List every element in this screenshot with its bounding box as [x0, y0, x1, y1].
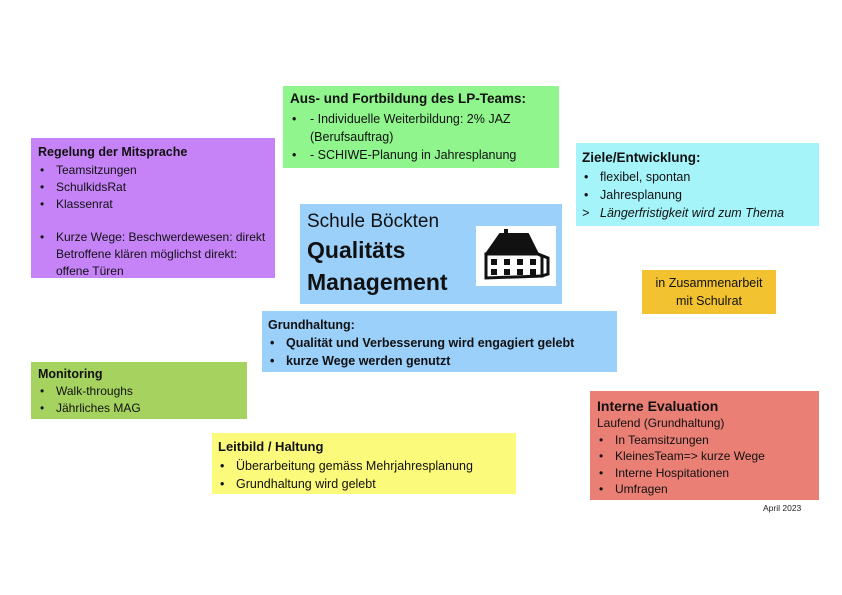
regelung-list: •Teamsitzungen •SchulkidsRat •Klassenrat… [38, 162, 269, 280]
list-item: •SchulkidsRat [40, 180, 127, 194]
ziele-entwicklung-box: Ziele/Entwicklung: •flexibel, spontan •J… [576, 143, 819, 226]
leitbild-box: Leitbild / Haltung •Überarbeitung gemäss… [212, 433, 516, 494]
list-item: •Umfragen [599, 482, 668, 496]
list-item: •Walk-throughs [40, 384, 133, 398]
center-title-line1: Qualitäts [307, 237, 406, 263]
list-item: •Grundhaltung wird gelebt [220, 477, 376, 491]
list-item: •KleinesTeam=> kurze Wege [599, 449, 765, 463]
list-item: •Jährliches MAG [40, 401, 141, 415]
leitbild-list: •Überarbeitung gemäss Mehrjahresplanung … [218, 457, 510, 493]
list-item: •Jahresplanung [584, 188, 683, 202]
interne-evaluation-subtitle: Laufend (Grundhaltung) [597, 416, 725, 430]
list-item: •Klassenrat [40, 197, 113, 211]
aus-fortbildung-title: Aus- und Fortbildung des LP-Teams: [290, 91, 526, 106]
interne-evaluation-list: •In Teamsitzungen •KleinesTeam=> kurze W… [597, 432, 813, 498]
interne-evaluation-title: Interne Evaluation [597, 398, 719, 414]
regelung-title: Regelung der Mitsprache [38, 145, 188, 159]
list-item: •Kurze Wege: Beschwerdewesen: direkt Bet… [40, 230, 266, 278]
ziele-list: •flexibel, spontan •Jahresplanung >Länge… [582, 168, 813, 222]
grundhaltung-box: Grundhaltung: •Qualität und Verbesserung… [262, 311, 617, 372]
list-item: •Überarbeitung gemäss Mehrjahresplanung [220, 459, 473, 473]
list-item: •- SCHIWE-Planung in Jahresplanung [292, 148, 517, 162]
schulrat-line2: mit Schulrat [676, 294, 742, 308]
list-item: •- Individuelle Weiterbildung: 2% JAZ (B… [292, 112, 511, 144]
grundhaltung-list: •Qualität und Verbesserung wird engagier… [268, 334, 611, 370]
center-box: Schule Böckten Qualitäts Management [300, 204, 562, 304]
list-item: •flexibel, spontan [584, 170, 691, 184]
list-item: >Längerfristigkeit wird zum Thema [582, 206, 785, 220]
list-item: •Interne Hospitationen [599, 465, 730, 480]
house-drawing-icon [476, 226, 556, 286]
grundhaltung-title: Grundhaltung: [268, 318, 355, 332]
monitoring-list: •Walk-throughs •Jährliches MAG [38, 383, 241, 417]
list-item: •Teamsitzungen [40, 163, 137, 177]
list-item: •In Teamsitzungen [599, 432, 709, 447]
interne-evaluation-box: Interne Evaluation Laufend (Grundhaltung… [590, 391, 819, 500]
monitoring-title: Monitoring [38, 367, 103, 381]
list-item: •Qualität und Verbesserung wird engagier… [270, 336, 575, 350]
center-title-line2: Management [307, 269, 448, 295]
monitoring-box: Monitoring •Walk-throughs •Jährliches MA… [31, 362, 247, 419]
school-name: Schule Böckten [307, 211, 440, 232]
leitbild-title: Leitbild / Haltung [218, 439, 324, 454]
list-item: •kurze Wege werden genutzt [270, 354, 451, 368]
ziele-title: Ziele/Entwicklung: [582, 150, 701, 165]
aus-fortbildung-box: Aus- und Fortbildung des LP-Teams: •- In… [283, 86, 559, 168]
arrow-icon: > [582, 206, 590, 220]
schulrat-line1: in Zusammenarbeit [655, 276, 763, 290]
schulrat-box: in Zusammenarbeit mit Schulrat [642, 270, 776, 314]
footer-date: April 2023 [763, 503, 802, 513]
aus-fortbildung-list: •- Individuelle Weiterbildung: 2% JAZ (B… [290, 110, 553, 164]
regelung-mitsprache-box: Regelung der Mitsprache •Teamsitzungen •… [31, 138, 275, 278]
